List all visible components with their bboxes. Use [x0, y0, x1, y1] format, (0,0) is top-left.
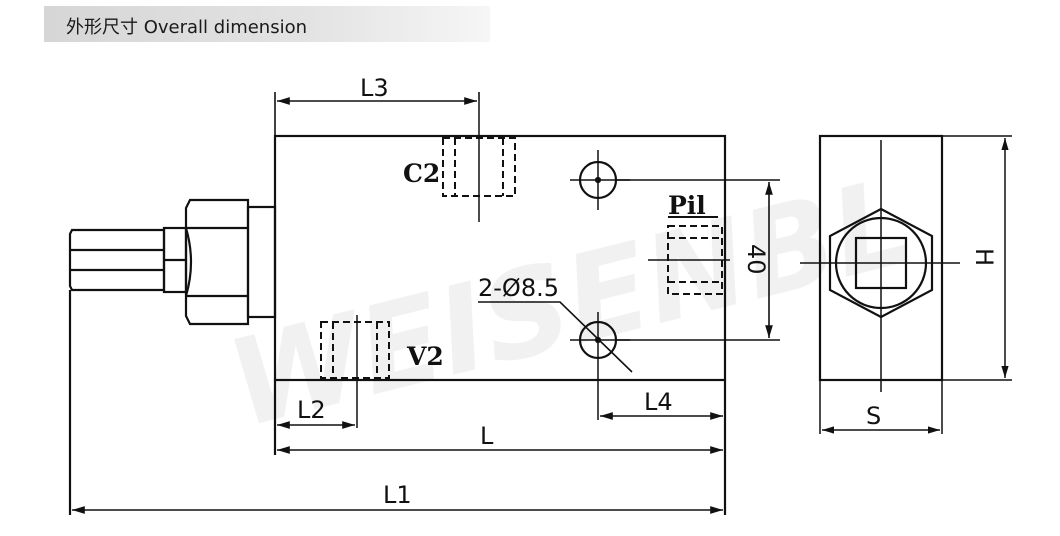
label-l2: L2: [297, 396, 326, 424]
label-port-pil: Pil: [668, 191, 706, 220]
page-title: 外形尺寸 Overall dimension: [66, 17, 308, 38]
label-port-v2: V2: [406, 342, 444, 371]
hole-leader: [478, 301, 633, 373]
hex-nut: [184, 198, 250, 326]
header-bar: 外形尺寸 Overall dimension: [44, 6, 490, 42]
label-port-c2: C2: [403, 159, 440, 188]
label-hole-note: 2-Ø8.5: [478, 274, 559, 302]
label-h: H: [970, 248, 998, 266]
adjusting-stem: [68, 228, 166, 292]
label-l1: L1: [383, 481, 412, 509]
port-v2-hidden: [320, 321, 390, 379]
label-l: L: [480, 422, 494, 450]
label-40: 40: [742, 244, 770, 275]
label-l3: L3: [360, 74, 389, 102]
fitting-collar: [246, 205, 277, 319]
label-s: S: [866, 402, 881, 430]
label-l4: L4: [644, 388, 673, 416]
